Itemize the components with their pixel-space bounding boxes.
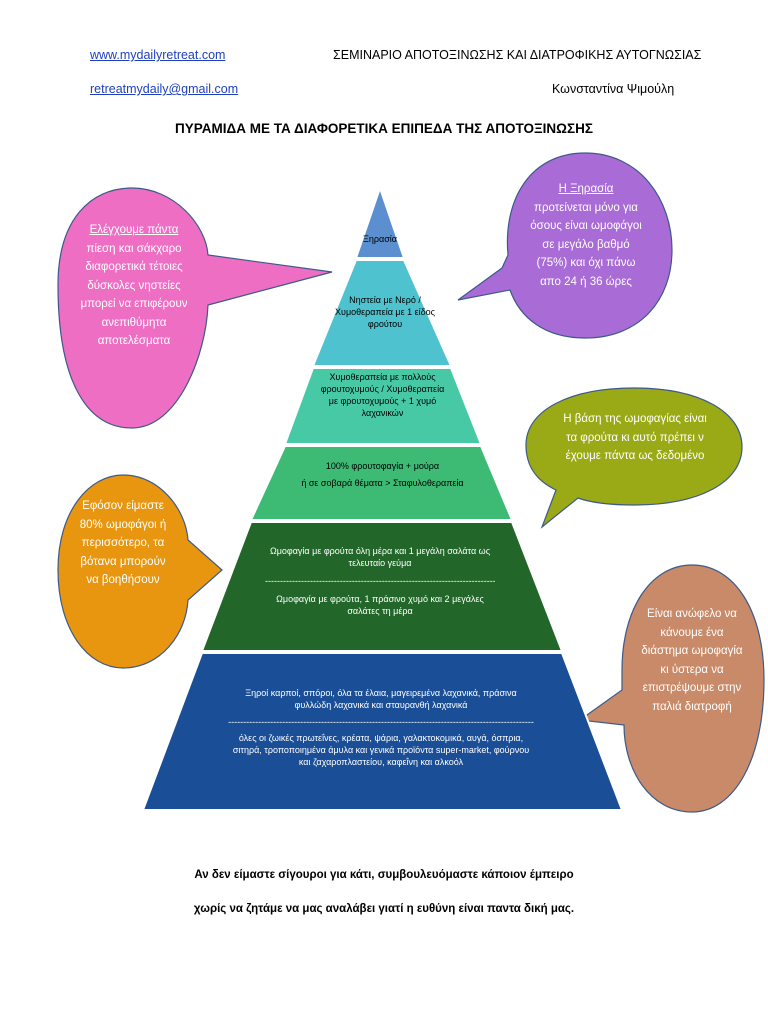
pink-bubble-text: Ελέγχουμε πάντα πίεση και σάκχαρο διαφορ… — [78, 221, 190, 351]
pyramid-level-6-label: Ξηροί καρποί, σπόροι, όλα τα έλαια, μαγε… — [226, 687, 536, 768]
purple-bubble-text: Η Ξηρασία προτείνεται μόνο για όσους είν… — [530, 180, 642, 291]
pyramid-level-6-line-b: όλες οι ζωικές πρωτεΐνες, κρέατα, ψάρια,… — [232, 733, 530, 767]
pyramid-level-5-label: Ωμοφαγία με φρούτα όλη μέρα και 1 μεγάλη… — [265, 545, 495, 617]
pyramid-level-5-separator: ----------------------------------------… — [265, 576, 495, 586]
footer-line-1: Αν δεν είμαστε σίγουροι για κάτι, συμβου… — [194, 869, 574, 881]
pyramid-level-4-line-a: 100% φρουτοφαγία + μούρα — [325, 461, 440, 471]
brown-bubble-text: Είναι ανώφελο να κάνουμε ένα διάστημα ωμ… — [641, 608, 743, 713]
pyramid-level-6-line-a: Ξηροί καρποί, σπόροι, όλα τα έλαια, μαγε… — [245, 688, 517, 710]
brown-speech-bubble — [578, 564, 765, 813]
author-name: Κωνσταντίνα Ψιμούλη — [552, 82, 675, 96]
footer-line-2: χωρίς να ζητάμε να μας αναλάβει γιατί η … — [193, 903, 575, 915]
pink-speech-bubble — [57, 187, 333, 429]
page-title: ΠΥΡΑΜΙΔΑ ΜΕ ΤΑ ΔΙΑΦΟΡΕΤΙΚΑ ΕΠΙΠΕΔΑ ΤΗΣ Α… — [175, 121, 593, 136]
pyramid-level-5-line-b: Ωμοφαγία με φρούτα, 1 πράσινο χυμό και 2… — [276, 594, 484, 616]
pyramid-level-2-label: Νηστεία με Νερό /Χυμοθεραπεία με 1 είδος… — [335, 295, 435, 329]
email-link[interactable]: retreatmydaily@gmail.com — [90, 82, 239, 96]
pyramid-level-4-label: 100% φρουτοφαγία + μούρα ή σε σοβαρά θέμ… — [295, 460, 470, 489]
pyramid-level-6-separator: ----------------------------------------… — [228, 717, 534, 727]
purple-bubble-heading: Η Ξηρασία — [558, 183, 614, 195]
pyramid-level-4-line-b: ή σε σοβαρά θέματα > Σταφυλοθεραπεία — [301, 478, 464, 488]
pyramid-level-3 — [283, 367, 483, 445]
pyramid-level-2 — [311, 259, 453, 367]
purple-speech-bubble — [457, 152, 673, 339]
pyramid-level-4 — [249, 445, 514, 521]
pink-bubble-heading: Ελέγχουμε πάντα — [89, 224, 179, 236]
pyramid-level-5 — [200, 521, 564, 652]
green-bubble-text: Η βάση της ωμοφαγίας είναι τα φρούτα κι … — [563, 413, 707, 462]
pyramid-level-1 — [354, 184, 406, 259]
pyramid-level-3-label: Χυμοθεραπεία με πολλούς φρουτοχυμούς / Χ… — [320, 372, 445, 418]
pyramid-level-1-label: Ξηρασία — [363, 234, 397, 244]
orange-bubble-text: Εφόσον είμαστε 80% ωμοφάγοι ή περισσότερ… — [79, 500, 167, 586]
seminar-title: ΣΕΜΙΝΑΡΙΟ ΑΠΟΤΟΞΙΝΩΣΗΣ ΚΑΙ ΔΙΑΤΡΟΦΙΚΗΣ Α… — [333, 48, 702, 62]
pyramid-level-5-line-a: Ωμοφαγία με φρούτα όλη μέρα και 1 μεγάλη… — [269, 546, 491, 568]
website-link[interactable]: www.mydailyretreat.com — [90, 48, 226, 62]
pink-bubble-body: πίεση και σάκχαρο διαφορετικά τέτοιες δύ… — [80, 242, 188, 348]
pyramid-level-6 — [141, 652, 624, 811]
detox-pyramid-graphic — [57, 152, 765, 813]
purple-bubble-body: προτείνεται μόνο για όσους είναι ωμοφάγο… — [530, 201, 642, 288]
orange-speech-bubble — [57, 474, 223, 669]
green-speech-bubble — [525, 387, 743, 529]
